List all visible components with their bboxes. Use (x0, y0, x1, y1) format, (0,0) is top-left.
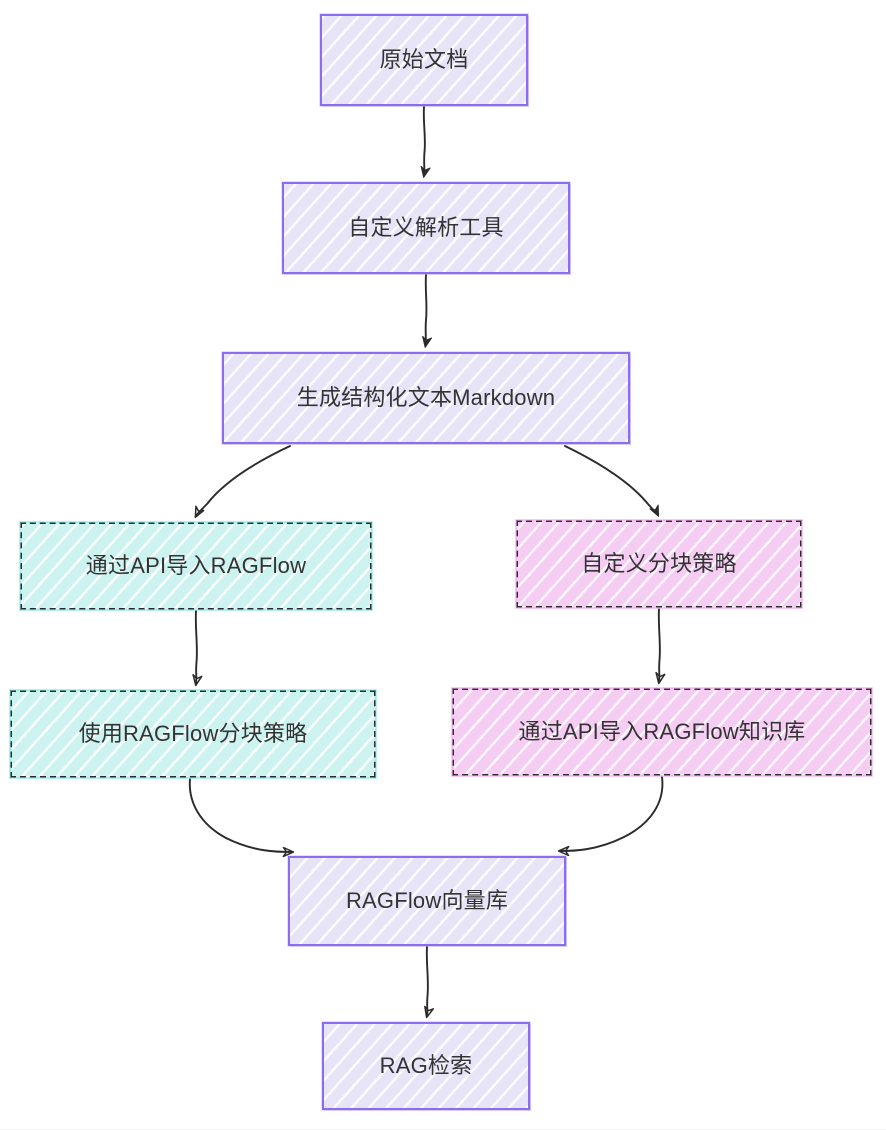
node-import-via-api-ragflow-kb[interactable]: 通过API导入RAGFlow知识库 (451, 687, 873, 777)
edge-n4-n6 (196, 610, 197, 684)
edge-n5-n7 (659, 608, 660, 682)
node-label: 通过API导入RAGFlow (85, 552, 307, 578)
node-label: RAG检索 (379, 1052, 473, 1078)
node-label: 自定义解析工具 (348, 214, 504, 240)
node-label: 使用RAGFlow分块策略 (78, 720, 308, 746)
edge-n2-n3 (426, 274, 427, 346)
node-ragflow-vector-store[interactable]: RAGFlow向量库 (288, 856, 566, 946)
edge-n3-n4 (196, 445, 291, 516)
node-import-via-api-ragflow[interactable]: 通过API导入RAGFlow (19, 521, 373, 611)
node-rag-retrieval[interactable]: RAG检索 (322, 1022, 530, 1110)
edge-n6-n8 (188, 778, 292, 852)
edge-n3-n5 (564, 445, 658, 515)
node-label: 通过API导入RAGFlow知识库 (518, 718, 806, 744)
node-original-document[interactable]: 原始文档 (320, 14, 528, 106)
node-custom-parser-tool[interactable]: 自定义解析工具 (282, 182, 570, 274)
node-label: 生成结构化文本Markdown (296, 384, 556, 410)
edge-n8-n9 (427, 946, 428, 1016)
node-generate-structured-markdown[interactable]: 生成结构化文本Markdown (222, 352, 630, 444)
node-label: RAGFlow向量库 (345, 887, 509, 913)
node-label: 原始文档 (379, 46, 469, 72)
node-use-ragflow-chunking-strategy[interactable]: 使用RAGFlow分块策略 (9, 689, 377, 779)
node-label: 自定义分块策略 (581, 550, 737, 576)
edge-n1-n2 (424, 106, 425, 176)
edge-n7-n8 (560, 776, 664, 851)
node-custom-chunking-strategy[interactable]: 自定义分块策略 (515, 519, 803, 609)
